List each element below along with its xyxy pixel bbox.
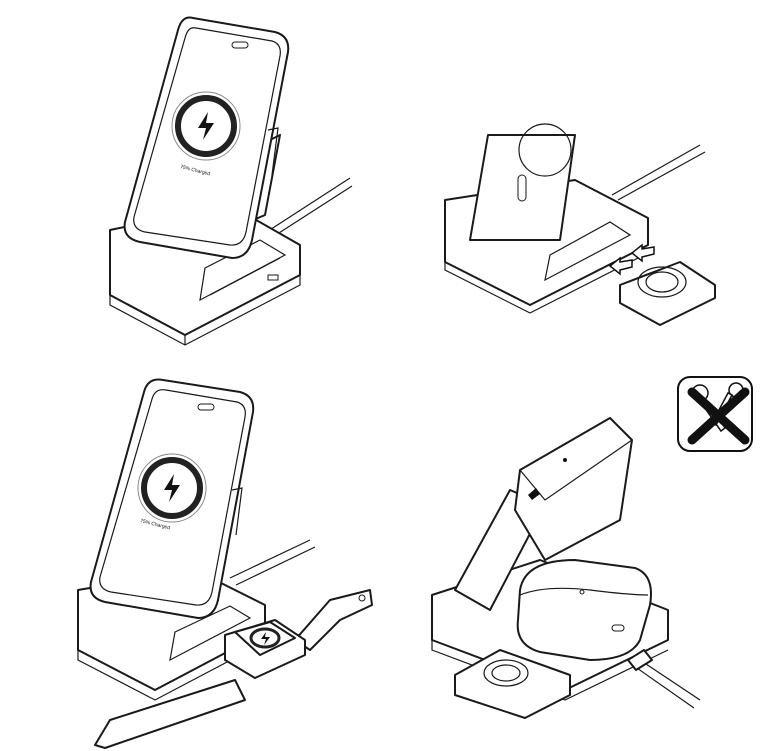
panel-phone-charging: 75% Charged [109,16,353,346]
earbuds-case [516,559,652,661]
watch [224,619,306,679]
no-metal-objects-warning-icon [677,376,753,452]
phone: 75% Charged [123,16,290,259]
arrow-icon [630,243,655,263]
charging-ring [137,453,207,523]
lightning-icon [164,474,180,502]
phone: 75% Charged [89,378,255,619]
magsafe-ring [517,123,572,202]
lightning-icon [198,112,214,140]
panel-watch-module-insert [444,123,716,326]
logo-icon [528,488,540,500]
watch-strap [94,589,373,749]
arrow-icon [608,256,633,276]
watch-charger-module [619,261,716,326]
charging-ring [171,91,241,161]
folded-charging-pad [514,417,633,561]
panel-phone-and-watch-charging: 75% Charged [77,378,373,749]
panel-folded-with-earbuds [431,417,701,719]
prohibited-cross-icon [687,387,750,445]
lightning-icon [261,632,270,645]
